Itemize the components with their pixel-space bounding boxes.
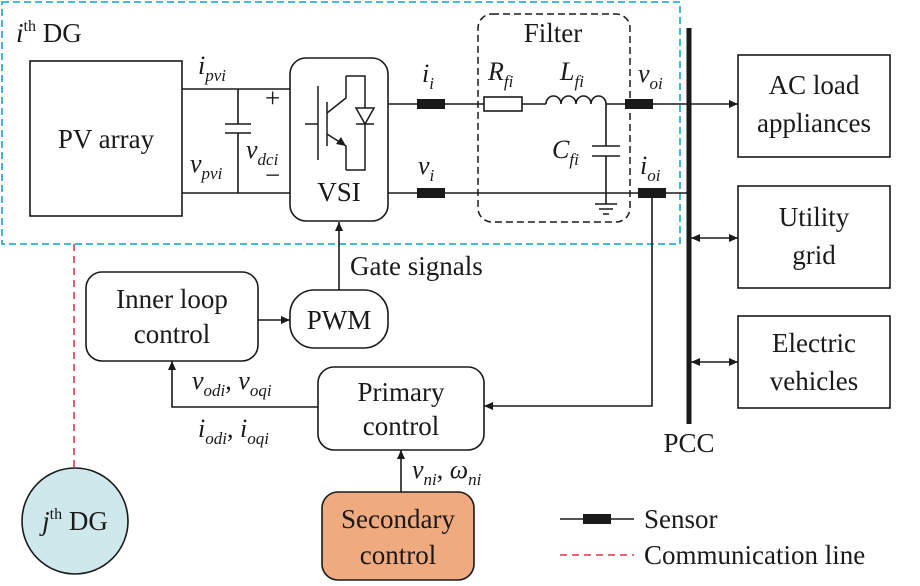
sensor-voi <box>625 99 653 109</box>
capacitor-cf <box>592 104 620 215</box>
iodq-label: iodi, ioqi <box>198 414 269 448</box>
sensor-vi <box>417 188 445 198</box>
v-pv-label: vpvi <box>190 149 223 183</box>
l-fi-label: Lfi <box>559 57 584 91</box>
igbt-icon <box>305 75 376 171</box>
minus-sign: − <box>265 160 280 190</box>
secondary-label-1: Secondary <box>341 504 455 534</box>
pcc-label: PCC <box>663 428 714 458</box>
primary-label-1: Primary <box>358 377 445 407</box>
inner-loop-label-1: Inner loop <box>116 284 228 314</box>
pv-array-box <box>29 60 183 217</box>
filter-boundary <box>477 13 631 223</box>
v-dc-label: vdci <box>246 135 279 169</box>
utility-grid-label-1: Utility <box>779 202 850 232</box>
r-fi-label: Rfi <box>487 57 514 91</box>
ac-load-box <box>737 54 891 158</box>
jth-dg-label: jth DG <box>39 506 108 536</box>
legend-comm-label: Communication line <box>644 540 865 570</box>
inductor-lf <box>545 95 607 105</box>
jth-dg-circle <box>21 467 129 575</box>
ev-label-1: Electric <box>772 328 856 358</box>
secondary-control-box <box>321 491 475 581</box>
dg-title: ith DG <box>16 18 82 48</box>
igbt-emitter-arrow <box>336 137 346 146</box>
plus-sign: + <box>265 83 280 113</box>
dg-boundary <box>1 1 681 245</box>
vn-wn-label: vni, ωni <box>412 455 482 489</box>
c-fi-label: Cfi <box>552 135 579 169</box>
resistor-rf <box>483 96 523 112</box>
i-i-label: ii <box>422 59 434 93</box>
ac-load-label-1: AC load <box>769 70 860 100</box>
filter-label: Filter <box>524 18 583 48</box>
primary-to-inner-line <box>168 361 318 408</box>
i-pv-label: ipvi <box>198 51 226 85</box>
legend-sensor-icon <box>583 514 611 524</box>
ac-load-label-2: appliances <box>757 108 871 138</box>
inner-loop-label-2: control <box>134 319 210 349</box>
primary-label-2: control <box>363 411 439 441</box>
ev-label-2: vehicles <box>770 366 858 396</box>
v-i-label: vi <box>418 151 435 185</box>
gate-signals-label: Gate signals <box>350 251 483 281</box>
dc-capacitor <box>225 89 251 193</box>
vodq-label: vodi, voqi <box>192 366 272 400</box>
secondary-label-2: control <box>360 540 436 570</box>
utility-grid-box <box>737 185 891 289</box>
sensor-ioi <box>638 188 666 198</box>
v-oi-label: voi <box>638 59 663 93</box>
legend-sensor-label: Sensor <box>644 504 718 534</box>
i-oi-label: ioi <box>640 151 661 185</box>
sensor-ii <box>417 99 445 109</box>
pwm-box <box>289 289 389 349</box>
vsi-label: VSI <box>317 177 361 207</box>
vsi-box <box>289 57 389 222</box>
pwm-label: PWM <box>307 305 372 335</box>
ev-box <box>737 315 891 409</box>
feedback-line <box>484 198 653 410</box>
pv-array-label: PV array <box>58 124 155 154</box>
utility-grid-label-2: grid <box>792 240 836 270</box>
